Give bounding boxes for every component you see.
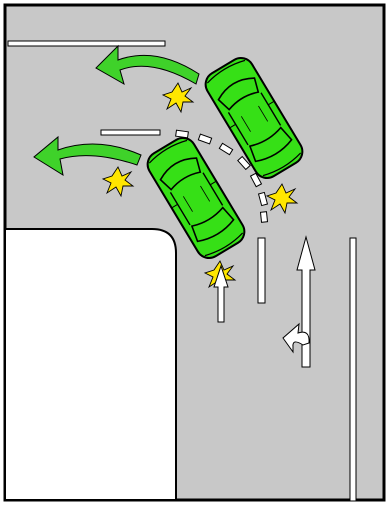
curved-left-turn-arrow-icon [95,44,200,86]
dashed-turn-guide [175,129,269,223]
straight-arrow-icon [213,264,229,323]
middle-stop-line [100,129,161,136]
curved-left-turn-arrow-icon [33,135,142,177]
straight-and-left-turn-arrow-icon [282,235,316,368]
center-lane-line [257,237,266,304]
top-stop-line [7,40,166,47]
corner-sidewalk-block [4,228,177,501]
right-lane-line [349,237,357,502]
